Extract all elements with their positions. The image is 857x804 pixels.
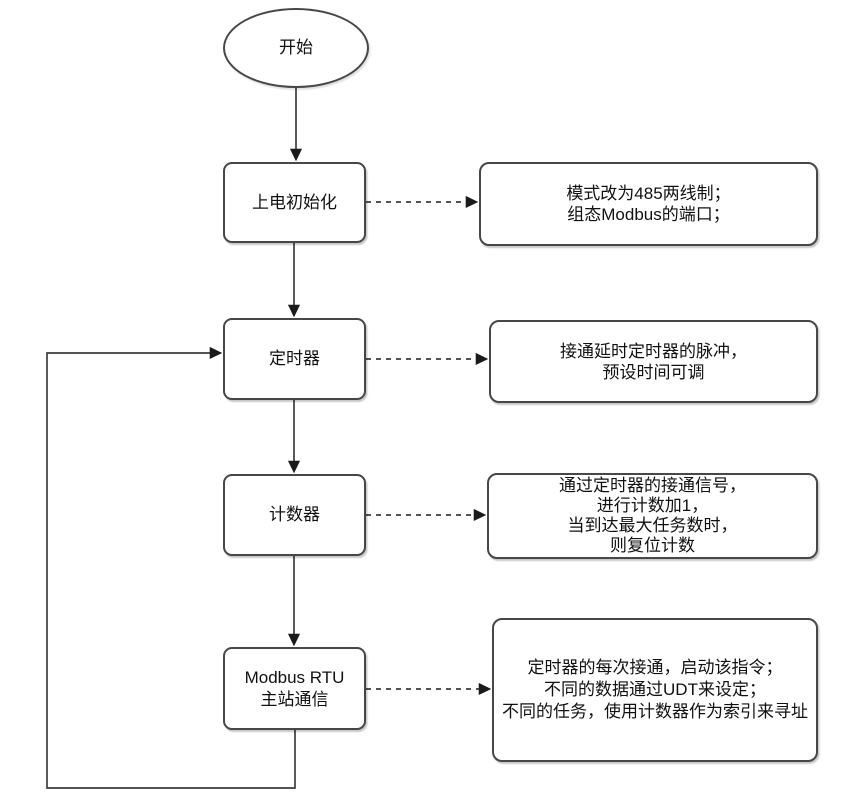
annotation-modbus-note-line3: 不同的任务，使用计数器作为索引来寻址	[502, 702, 808, 721]
annotation-modbus-note-line2: 不同的数据通过UDT来设定；	[544, 680, 766, 699]
process-box-modbus: Modbus RTU 主站通信	[223, 647, 366, 730]
process-box-init-label: 上电初始化	[252, 192, 337, 212]
annotation-init-note-line1: 模式改为485两线制；	[566, 184, 731, 203]
start-node: 开始	[223, 8, 369, 88]
process-box-counter-label: 计数器	[269, 505, 320, 524]
annotation-init-note-line2: 组态Modbus的端口；	[567, 205, 730, 224]
annotation-counter-note-line1: 通过定时器的接通信号，	[559, 476, 746, 495]
annotation-timer-note-line1: 接通延时定时器的脉冲，	[560, 341, 747, 361]
annotation-timer-note: 接通延时定时器的脉冲， 预设时间可调	[489, 320, 818, 403]
process-box-modbus-label-line2: 主站通信	[260, 689, 329, 709]
process-box-timer-label: 定时器	[269, 349, 320, 368]
annotation-counter-note: 通过定时器的接通信号， 进行计数加1， 当到达最大任务数时， 则复位计数	[487, 473, 818, 559]
process-box-modbus-label-line1: Modbus RTU	[244, 667, 345, 687]
process-box-counter: 计数器	[223, 474, 366, 556]
annotation-init-note: 模式改为485两线制； 组态Modbus的端口；	[479, 162, 818, 246]
annotation-timer-note-line2: 预设时间可调	[602, 362, 705, 382]
start-node-label: 开始	[279, 38, 313, 57]
annotation-counter-note-line2: 进行计数加1，	[596, 496, 709, 515]
annotation-counter-note-line3: 当到达最大任务数时，	[567, 516, 738, 535]
arrow-loopback	[46, 353, 296, 789]
process-box-init: 上电初始化	[223, 162, 366, 243]
annotation-counter-note-line4: 则复位计数	[610, 536, 695, 555]
annotation-modbus-note-line1: 定时器的每次接通，启动该指令；	[527, 658, 783, 677]
process-box-timer: 定时器	[223, 318, 366, 400]
annotation-modbus-note: 定时器的每次接通，启动该指令； 不同的数据通过UDT来设定； 不同的任务，使用计…	[492, 618, 818, 762]
